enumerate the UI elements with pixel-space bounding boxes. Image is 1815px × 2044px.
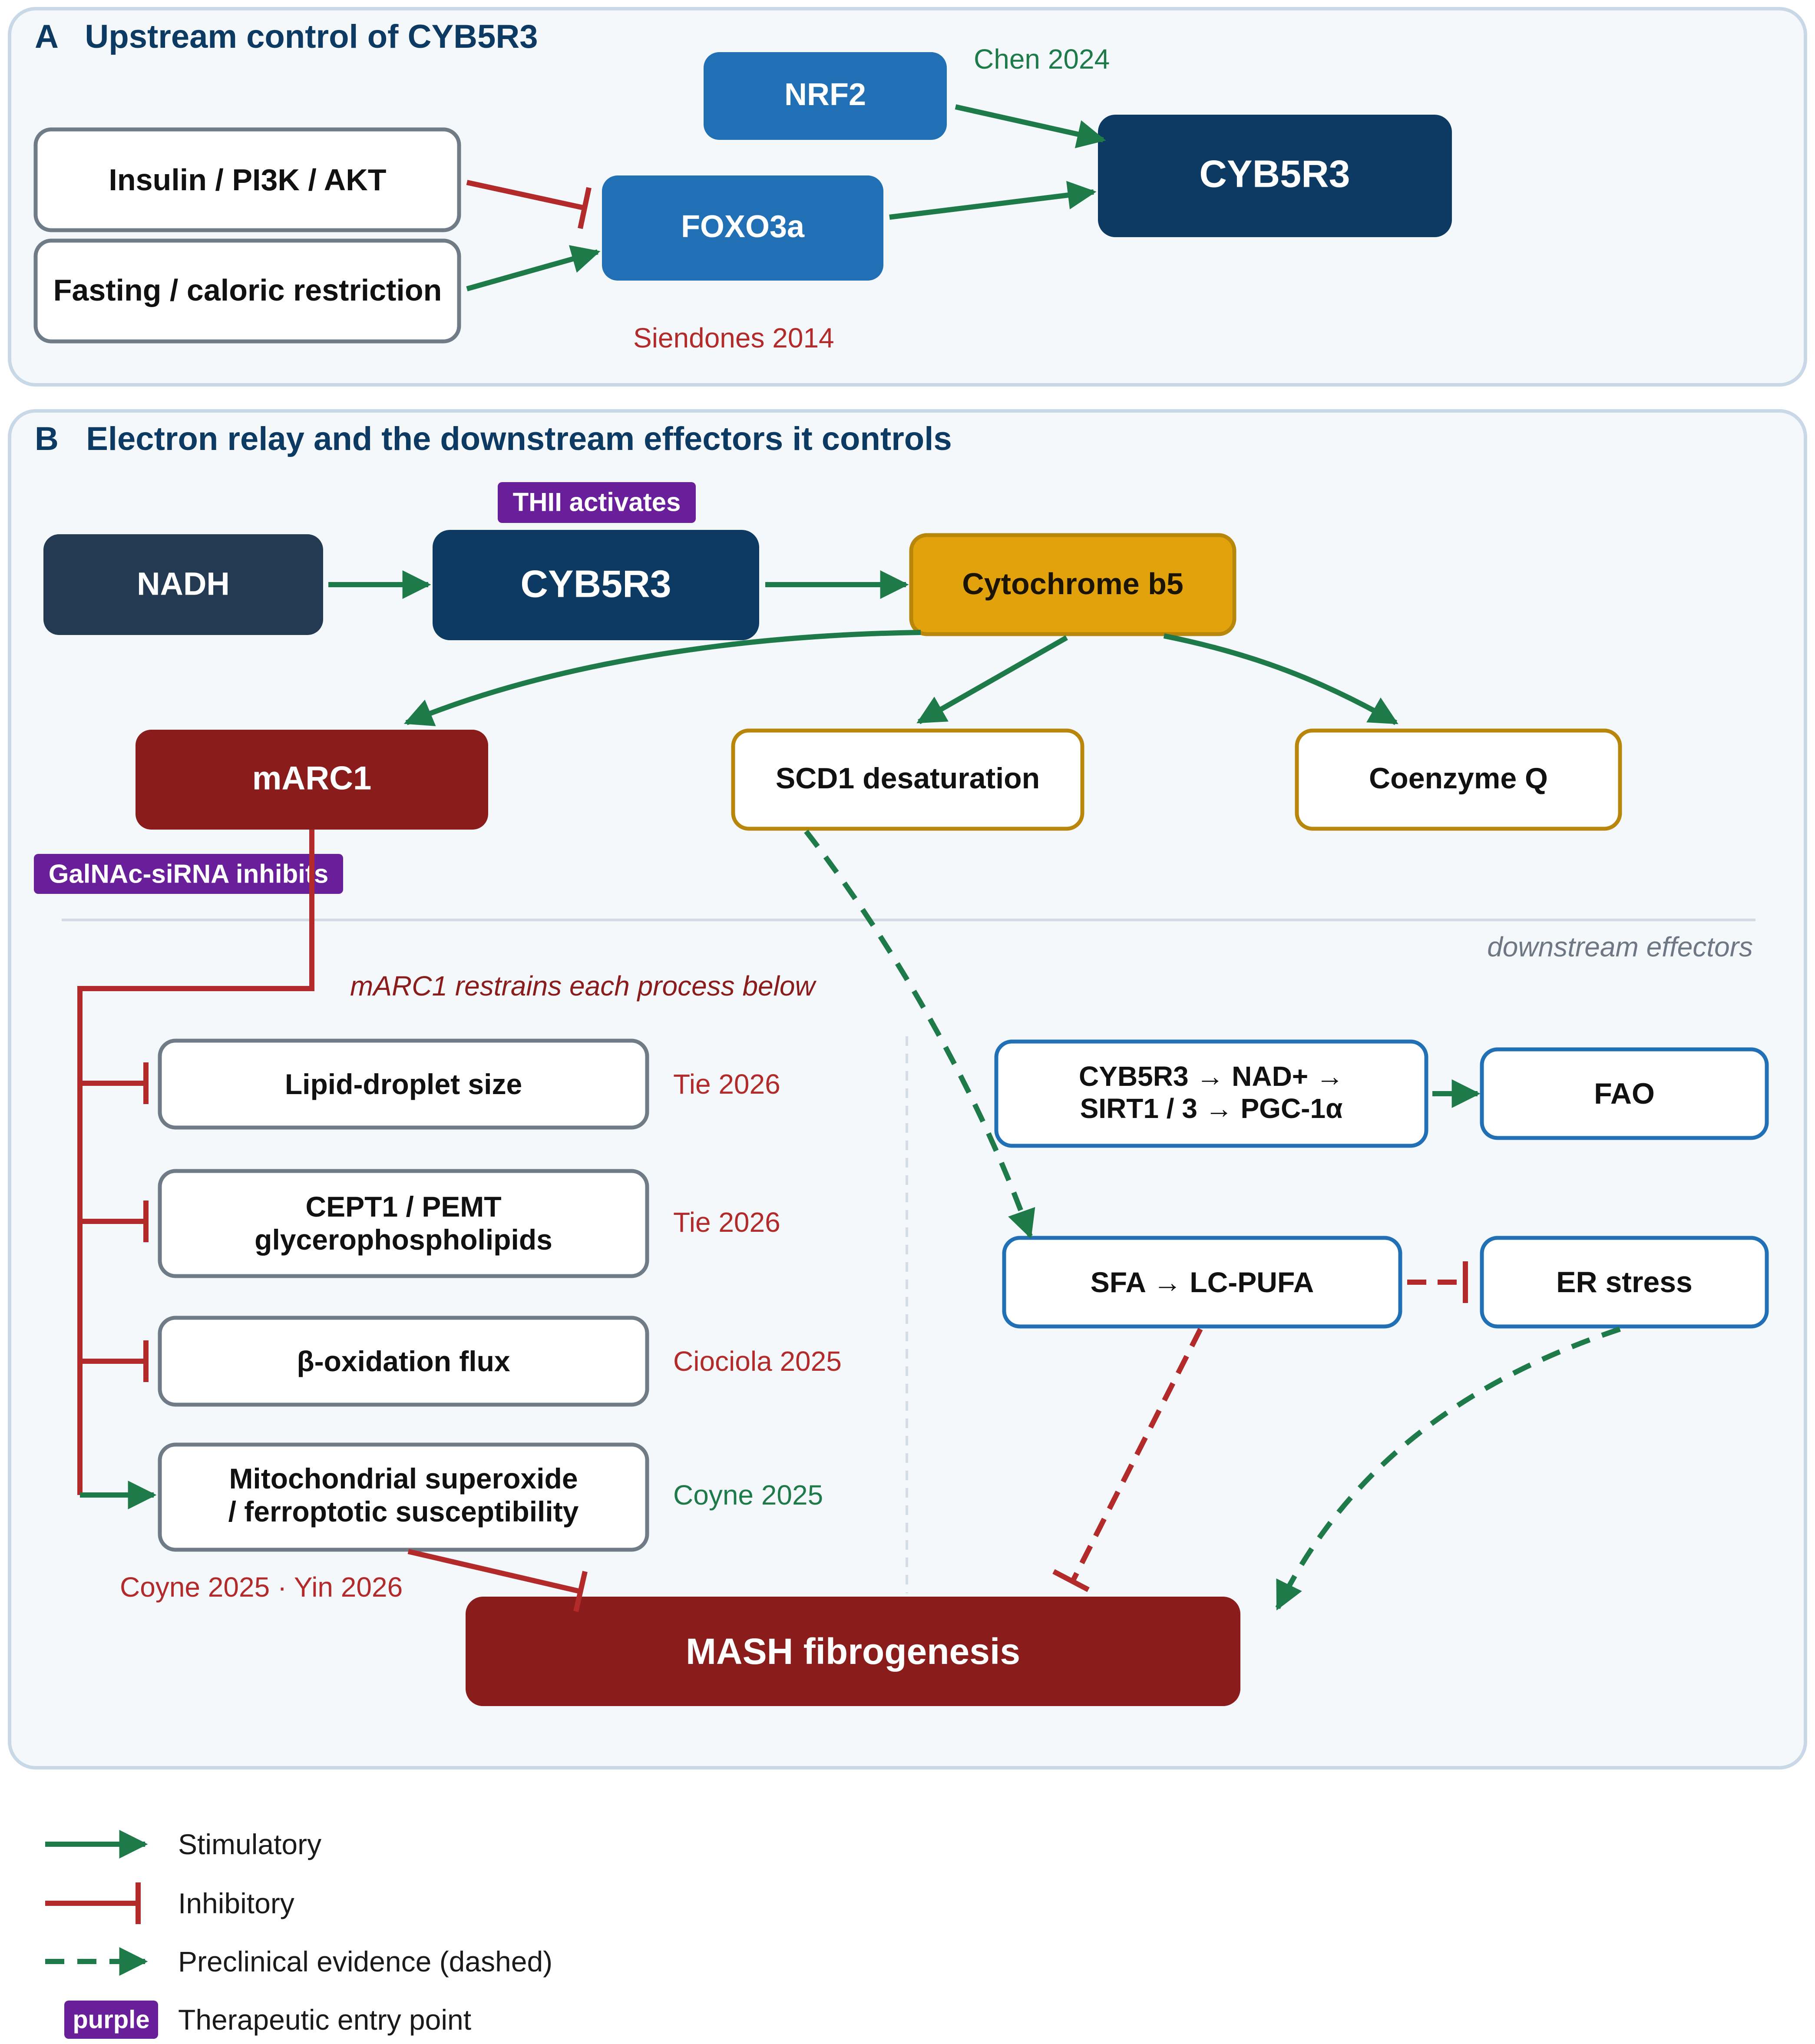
- node-nadh: NADH: [43, 534, 323, 635]
- svg-text:Inhibitory: Inhibitory: [178, 1887, 294, 1919]
- edge-foxo3a-to-cyb5r3: [889, 181, 1097, 220]
- svg-text:Coenzyme Q: Coenzyme Q: [1369, 762, 1548, 795]
- svg-text:THII activates: THII activates: [513, 488, 681, 517]
- node-mash-fibrogenesis: MASH fibrogenesis: [466, 1597, 1240, 1706]
- node-cept1-pemt: CEPT1 / PEMT glycerophospholipids: [158, 1169, 649, 1278]
- legend-preclinical: Preclinical evidence (dashed): [45, 1945, 552, 1978]
- edge-sfa-inhibits-mash-dashed: [1052, 1328, 1203, 1592]
- svg-text:SIRT1 / 3 → PGC-1α: SIRT1 / 3 → PGC-1α: [1080, 1093, 1343, 1124]
- badge-thii-activates: THII activates: [498, 482, 696, 523]
- svg-text:Therapeutic entry point: Therapeutic entry point: [178, 2004, 471, 2036]
- svg-text:MASH fibrogenesis: MASH fibrogenesis: [686, 1631, 1020, 1672]
- node-insulin-pi3k-akt: Insulin / PI3K / AKT: [33, 127, 461, 232]
- svg-text:ER stress: ER stress: [1556, 1266, 1693, 1299]
- svg-text:Insulin / PI3K / AKT: Insulin / PI3K / AKT: [109, 163, 386, 197]
- edge-cytb5-to-scd1: [916, 635, 1068, 724]
- node-cyb5r3-nad-sirt-pgc: CYB5R3 → NAD+ → SIRT1 / 3 → PGC-1α: [994, 1039, 1428, 1148]
- node-coenzyme-q: Coenzyme Q: [1295, 728, 1622, 831]
- node-mitochondrial-superoxide: Mitochondrial superoxide / ferroptotic s…: [158, 1442, 649, 1552]
- node-lipid-droplet-size: Lipid-droplet size: [158, 1039, 649, 1130]
- node-cyb5r3-upstream: CYB5R3: [1098, 115, 1452, 237]
- svg-text:/ ferroptotic susceptibility: / ferroptotic susceptibility: [228, 1495, 579, 1528]
- svg-text:FAO: FAO: [1594, 1077, 1655, 1110]
- svg-text:CEPT1 / PEMT: CEPT1 / PEMT: [305, 1191, 501, 1223]
- svg-text:Mitochondrial superoxide: Mitochondrial superoxide: [229, 1462, 578, 1495]
- node-cyb5r3-relay: CYB5R3: [433, 530, 759, 640]
- svg-text:purple: purple: [73, 2006, 149, 2034]
- cite-ciociola-2025: Ciociola 2025: [673, 1346, 842, 1377]
- node-sfa-lc-pufa: SFA → LC-PUFA: [1002, 1236, 1402, 1329]
- node-nrf2: NRF2: [704, 52, 947, 140]
- edge-fasting-to-foxo3a: [466, 245, 601, 291]
- node-fao: FAO: [1480, 1047, 1769, 1140]
- panel-a-title: A Upstream control of CYB5R3: [35, 18, 538, 55]
- cite-coyne-2025: Coyne 2025: [673, 1479, 823, 1511]
- cite-coyne-yin: Coyne 2025 · Yin 2026: [120, 1571, 403, 1603]
- legend-stimulatory: Stimulatory: [45, 1828, 321, 1860]
- edge-er-stress-to-mash-dashed: [1275, 1326, 1621, 1611]
- node-marc1: mARC1: [136, 730, 488, 830]
- svg-text:FOXO3a: FOXO3a: [681, 209, 805, 244]
- node-beta-oxidation-flux: β-oxidation flux: [158, 1316, 649, 1407]
- legend-inhibitory: Inhibitory: [45, 1882, 294, 1924]
- edge-sfa-inhibits-er-stress: [1407, 1261, 1468, 1303]
- svg-text:Stimulatory: Stimulatory: [178, 1828, 321, 1860]
- svg-text:Preclinical evidence (dashed): Preclinical evidence (dashed): [178, 1945, 552, 1978]
- svg-text:Fasting / caloric restriction: Fasting / caloric restriction: [53, 273, 442, 307]
- edge-cytb5-to-marc1: [403, 630, 921, 726]
- edge-scd1-to-sfa-dashed: [804, 830, 1035, 1239]
- svg-text:glycerophospholipids: glycerophospholipids: [255, 1224, 552, 1256]
- svg-text:CYB5R3: CYB5R3: [520, 562, 671, 605]
- svg-text:Lipid-droplet size: Lipid-droplet size: [285, 1068, 522, 1100]
- edge-insulin-inhibits-foxo3a: [466, 180, 592, 229]
- cite-tie-2026-b: Tie 2026: [673, 1207, 780, 1238]
- panel-b-title: B Electron relay and the downstream effe…: [35, 420, 952, 457]
- svg-text:NRF2: NRF2: [784, 77, 866, 112]
- marc1-restrains-note: mARC1 restrains each process below: [350, 970, 817, 1002]
- node-foxo3a: FOXO3a: [602, 175, 883, 281]
- node-fasting: Fasting / caloric restriction: [33, 238, 461, 344]
- legend-therapeutic: purple Therapeutic entry point: [64, 2001, 471, 2039]
- edge-cytb5-to-coq: [1163, 633, 1398, 725]
- svg-text:GalNAc-siRNA inhibits: GalNAc-siRNA inhibits: [49, 860, 329, 889]
- node-scd1-desaturation: SCD1 desaturation: [731, 728, 1084, 831]
- edge-nrf2-to-cyb5r3: [955, 104, 1106, 149]
- node-cytochrome-b5: Cytochrome b5: [909, 533, 1236, 636]
- edge-mito-inhibits-mash: [407, 1549, 588, 1612]
- svg-text:NADH: NADH: [137, 566, 230, 602]
- cite-siendones-2014: Siendones 2014: [633, 322, 834, 354]
- svg-text:β-oxidation flux: β-oxidation flux: [297, 1345, 510, 1377]
- svg-text:CYB5R3: CYB5R3: [1199, 152, 1350, 195]
- svg-text:CYB5R3 → NAD+ →: CYB5R3 → NAD+ →: [1079, 1061, 1344, 1092]
- cite-chen-2024: Chen 2024: [974, 43, 1110, 75]
- cite-tie-2026-a: Tie 2026: [673, 1068, 780, 1100]
- marc1-inhibition-bracket: [77, 830, 314, 1495]
- legend: Stimulatory Inhibitory Preclinical evide…: [45, 1828, 552, 2039]
- svg-text:SCD1 desaturation: SCD1 desaturation: [776, 762, 1040, 795]
- svg-text:mARC1: mARC1: [252, 760, 372, 797]
- downstream-effectors-label: downstream effectors: [1487, 931, 1753, 962]
- svg-text:SFA → LC-PUFA: SFA → LC-PUFA: [1091, 1266, 1314, 1298]
- badge-galnac-sirna-inhibits: GalNAc-siRNA inhibits: [34, 854, 343, 894]
- node-er-stress: ER stress: [1480, 1236, 1769, 1329]
- svg-text:Cytochrome b5: Cytochrome b5: [962, 567, 1184, 601]
